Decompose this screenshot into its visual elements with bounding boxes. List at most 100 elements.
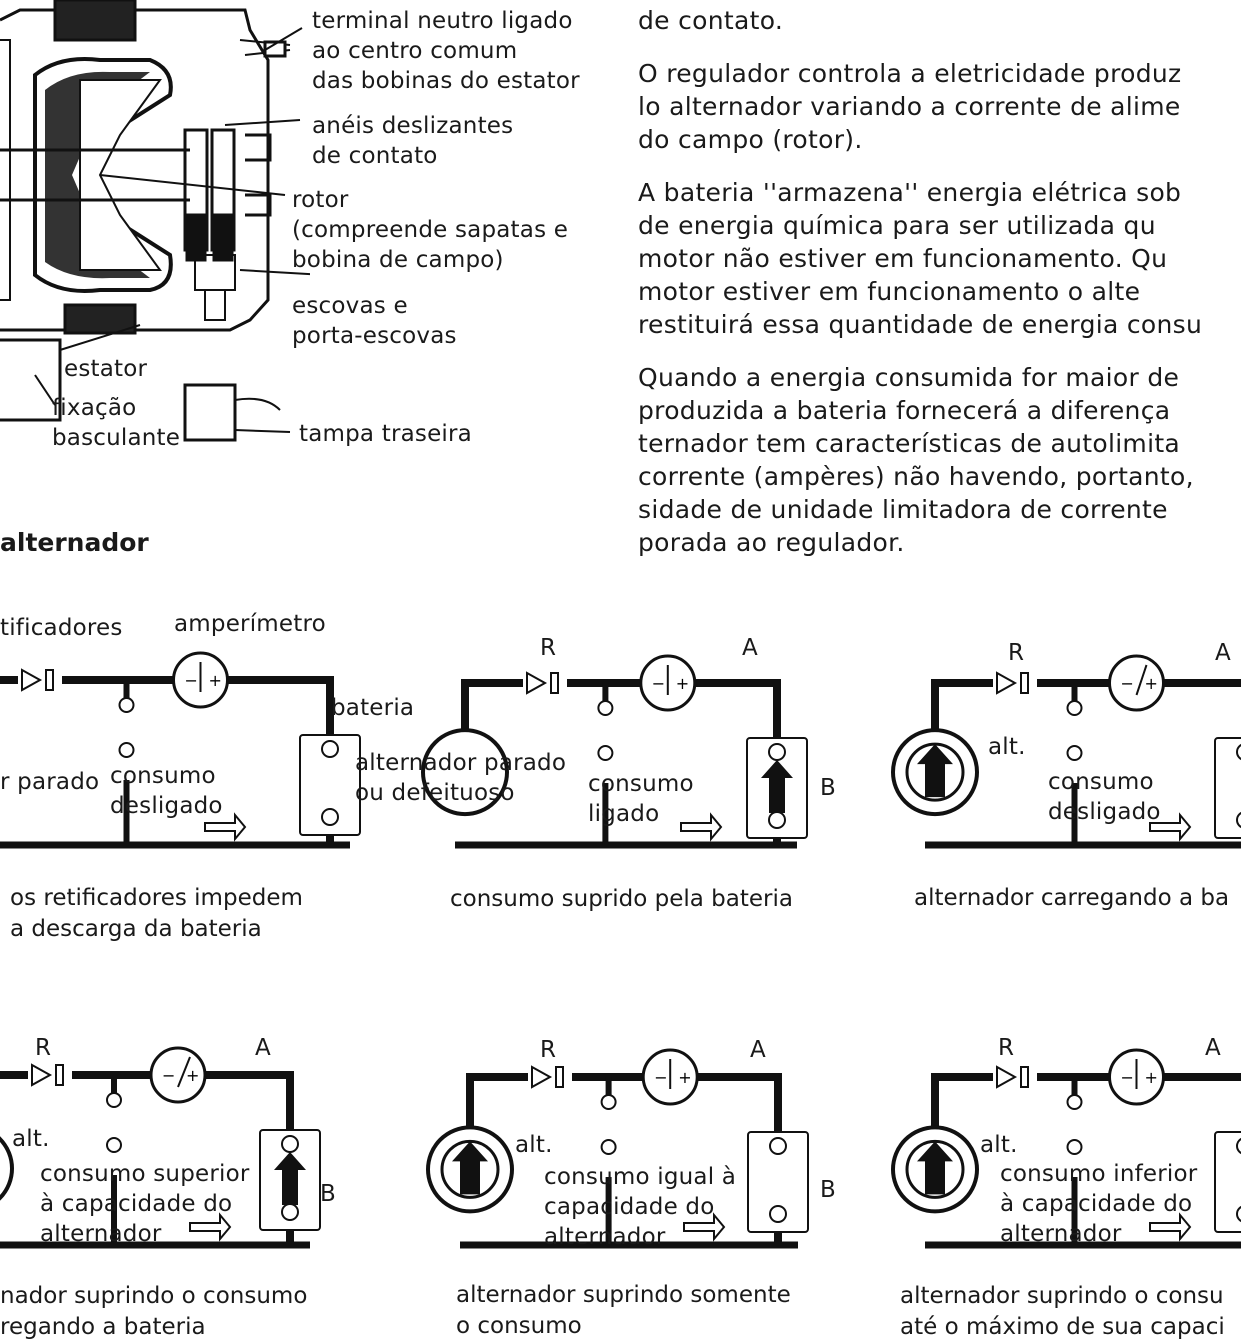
circuit-6-caption-line: alternador suprindo o consu xyxy=(900,1283,1224,1309)
label-terminal-line2: ao centro comum xyxy=(312,38,518,64)
label-mount-line2: basculante xyxy=(52,425,181,451)
circuit-5-switch-bottom xyxy=(600,1139,617,1155)
circuit-3-load-line: desligado xyxy=(1048,799,1161,825)
label-stator: estator xyxy=(64,356,148,382)
circuit-4-ammeter-minus: − xyxy=(162,1066,175,1085)
alternator-cross-section xyxy=(0,0,310,442)
circuit-6-diode-bar xyxy=(1020,1066,1029,1088)
circuit-1-ammeter-minus: − xyxy=(185,671,198,690)
circuit-4-load-line: alternador xyxy=(40,1221,162,1247)
circuit-6-load-line: à capacidade do xyxy=(1000,1191,1193,1217)
circuit-5-load-label: consumo igual à capacidade do alternador xyxy=(544,1162,736,1252)
circuit-1-ammeter-plus: + xyxy=(209,671,222,690)
circuit-6-caption: alternador suprindo o consu até o máximo… xyxy=(900,1281,1225,1343)
circuit-5-ammeter-plus: + xyxy=(678,1068,691,1087)
circuit-5-switch-top xyxy=(600,1094,617,1110)
circuit-2-ammeter-minus: − xyxy=(652,674,665,693)
paragraph-3: A bateria ''armazena'' energia elétrica … xyxy=(638,176,1202,341)
circuit-1-switch-top xyxy=(118,697,135,713)
paragraph-4: Quando a energia consumida for maior de … xyxy=(638,361,1194,559)
paragraph-4-line: Quando a energia consumida for maior de xyxy=(638,363,1180,392)
circuit-4-battery-negative xyxy=(281,1203,299,1221)
circuit-3-r-label: R xyxy=(1008,640,1025,666)
label-brushes-line2: porta-escovas xyxy=(292,323,457,349)
circuit-2-caption: consumo suprido pela bateria xyxy=(450,884,793,915)
circuit-5-alternator-arrow xyxy=(452,1141,488,1195)
paragraph-3-line: restituirá essa quantidade de energia co… xyxy=(638,310,1203,339)
label-terminal-line3: das bobinas do estator xyxy=(312,68,580,94)
circuit-3-wire-loop xyxy=(931,679,1241,845)
circuit-2-caption-line: consumo suprido pela bateria xyxy=(450,886,793,912)
circuit-3-alternator-arrow xyxy=(917,744,953,798)
circuit-4-b-label: B xyxy=(320,1181,336,1207)
circuit-1-diode-icon xyxy=(21,668,43,692)
circuit-3-diode-icon xyxy=(996,671,1018,695)
circuit-5-r-label: R xyxy=(540,1037,557,1063)
circuit-4-alternator-icon xyxy=(0,1136,14,1201)
circuit-4-load-line: à capacidade do xyxy=(40,1191,233,1217)
label-mount: fixação basculante xyxy=(52,393,180,453)
circuit-4-switch-top xyxy=(106,1092,122,1108)
circuit-5-alt-label: alt. xyxy=(515,1132,553,1158)
circuit-4-caption-line: regando a bateria xyxy=(0,1314,206,1340)
circuit-6-caption-line: até o máximo de sua capaci xyxy=(900,1314,1225,1340)
circuit-3-load-line: consumo xyxy=(1048,769,1154,795)
circuit-1-caption-line: os retificadores impedem xyxy=(10,885,303,911)
circuit-5-caption-line: o consumo xyxy=(456,1313,582,1339)
label-brushes: escovas e porta-escovas xyxy=(292,291,457,351)
circuit-5-diode-bar xyxy=(555,1066,564,1088)
circuit-2-switch-top xyxy=(597,700,614,716)
label-rings: anéis deslizantes de contato xyxy=(312,111,513,171)
circuit-2-load-line: ligado xyxy=(588,801,660,827)
paragraph-2: O regulador controla a eletricidade prod… xyxy=(638,57,1181,156)
circuit-4-diode-icon xyxy=(31,1063,53,1087)
circuit-6-ammeter-minus: − xyxy=(1121,1068,1134,1087)
label-mount-line1: fixação xyxy=(52,395,137,421)
circuit-4-battery-positive xyxy=(281,1135,299,1153)
circuit-1-load-label: consumo desligado xyxy=(110,761,223,821)
circuit-1-load-line: consumo xyxy=(110,763,216,789)
circuit-1-battery-positive xyxy=(321,740,339,758)
paragraph-1: de contato. xyxy=(638,4,783,37)
label-terminal-line1: terminal neutro ligado xyxy=(312,8,573,34)
circuit-2-a-label: A xyxy=(742,635,758,661)
paragraph-3-line: motor estiver em funcionamento o alte xyxy=(638,277,1141,306)
circuit-4-alt-label: alt. xyxy=(12,1126,50,1152)
circuit-3-battery-positive xyxy=(1236,743,1241,761)
circuit-2-flow-arrow xyxy=(680,812,723,842)
circuit-2-alternator-icon xyxy=(421,728,509,817)
circuit-6-battery-negative xyxy=(1236,1205,1241,1223)
circuit-6-battery-positive xyxy=(1236,1137,1241,1155)
circuit-3-caption: alternador carregando a ba xyxy=(914,883,1229,914)
circuit-5-b-label: B xyxy=(820,1177,836,1203)
circuit-2-b-label: B xyxy=(820,775,836,801)
circuit-3-ammeter-plus: + xyxy=(1145,674,1158,693)
circuit-5-load-line: capacidade do xyxy=(544,1194,715,1220)
circuit-1-ammeter-label: amperímetro xyxy=(174,611,326,637)
circuit-2-alternator-label: alternador parado ou defeituoso xyxy=(355,748,566,808)
circuit-4-ammeter-plus: + xyxy=(186,1066,199,1085)
paragraph-3-line: motor não estiver em funcionamento. Qu xyxy=(638,244,1168,273)
circuit-2-load-label: consumo ligado xyxy=(588,769,694,829)
circuit-6-alternator-arrow xyxy=(917,1141,953,1195)
circuit-4-ammeter-needle xyxy=(177,1056,191,1088)
circuit-1-diode-bar xyxy=(45,669,54,691)
circuit-1-flow-arrow xyxy=(204,812,247,842)
label-terminal: terminal neutro ligado ao centro comum d… xyxy=(312,6,580,96)
paragraph-2-line: lo alternador variando a corrente de ali… xyxy=(638,92,1181,121)
circuit-6-ammeter-plus: + xyxy=(1145,1068,1158,1087)
label-rotor-line1: rotor xyxy=(292,187,349,213)
circuit-6-a-label: A xyxy=(1205,1035,1221,1061)
circuit-3-caption-line: alternador carregando a ba xyxy=(914,885,1230,911)
circuit-1-battery-negative xyxy=(321,808,339,826)
paragraph-3-line: A bateria ''armazena'' energia elétrica … xyxy=(638,178,1182,207)
label-rotor-line3: bobina de campo) xyxy=(292,247,504,273)
circuit-5-load-line: alternador xyxy=(544,1224,666,1250)
circuit-1-rectifiers-label: tificadores xyxy=(0,615,123,641)
circuit-4-caption: nador suprindo o consumo regando a bater… xyxy=(0,1281,307,1343)
circuit-2-alternator-line: ou defeituoso xyxy=(355,780,515,806)
circuit-5-ammeter-minus: − xyxy=(654,1068,667,1087)
circuit-6-alt-label: alt. xyxy=(980,1132,1018,1158)
circuit-4-diode-bar xyxy=(55,1064,64,1086)
